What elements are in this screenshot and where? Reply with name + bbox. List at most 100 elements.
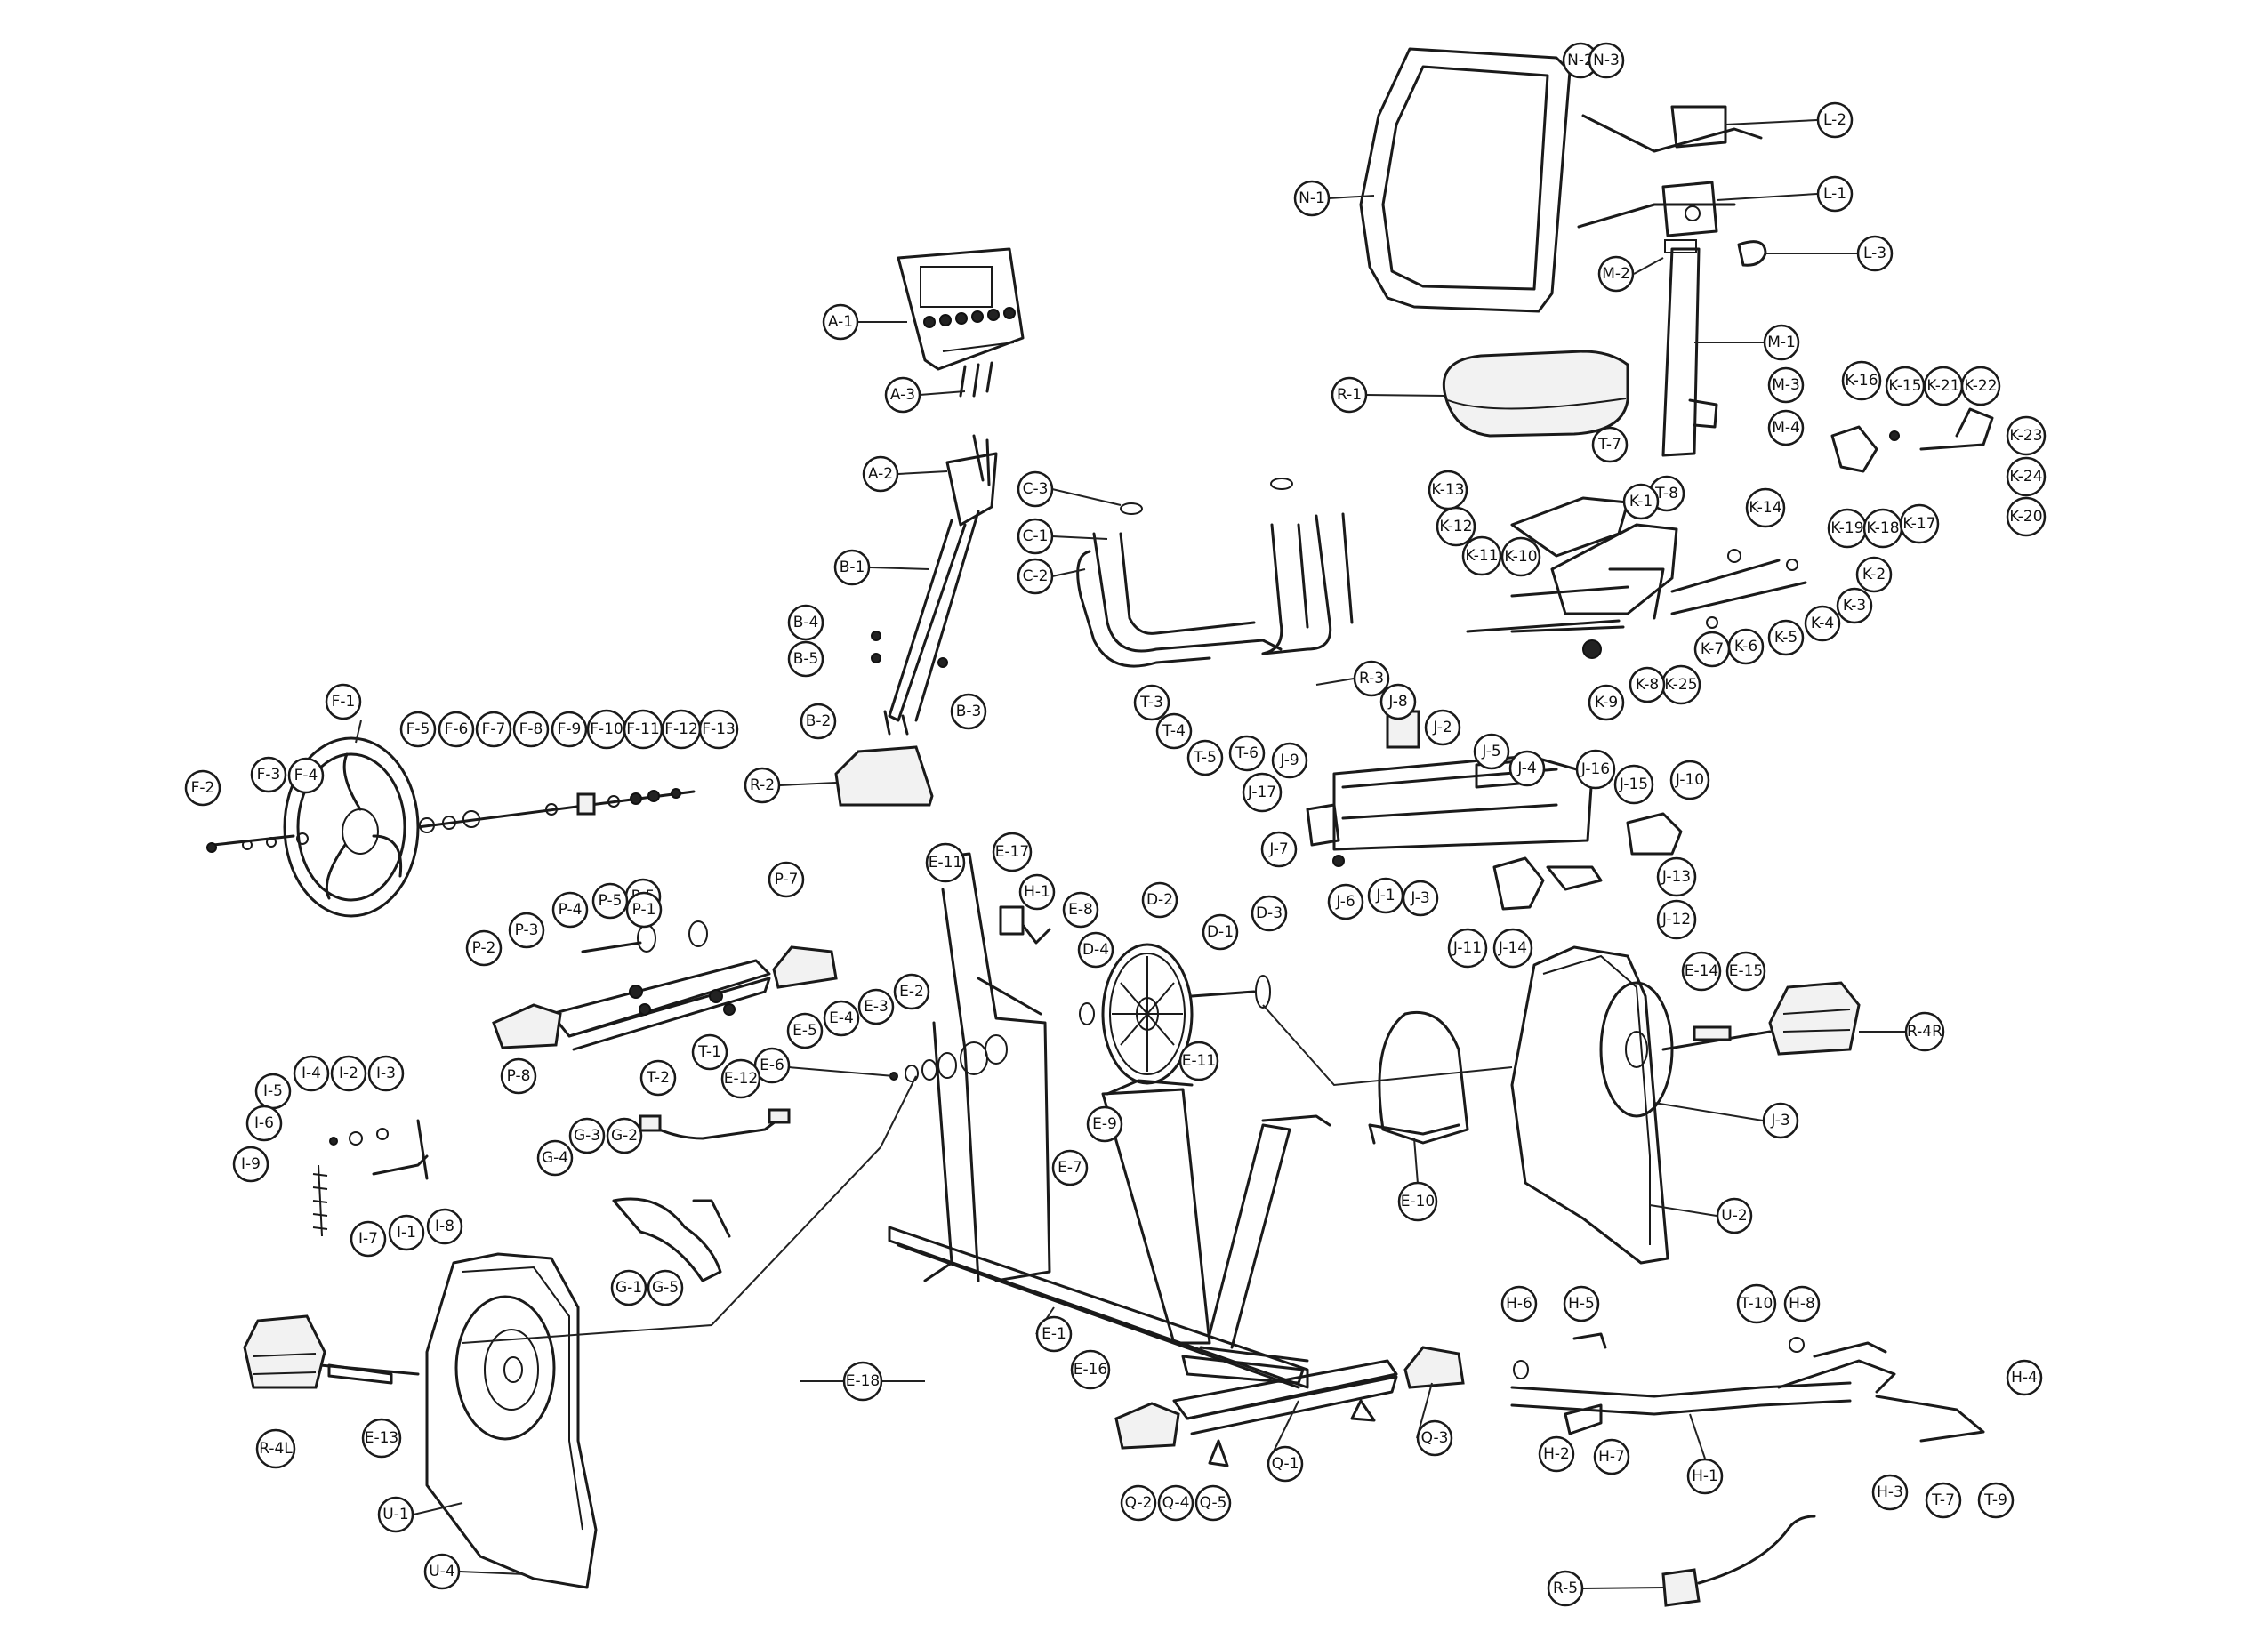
callout-circle (1669, 760, 1710, 800)
callout-a-2: A-2 (862, 455, 899, 493)
callout-circle (423, 1553, 461, 1590)
callout-label: Q-4 (1162, 1494, 1190, 1512)
callout-label: K-16 (1845, 372, 1878, 390)
callout-label: R-1 (1337, 386, 1362, 404)
left-crank (327, 1363, 393, 1385)
callout-circle (1629, 666, 1666, 703)
callout-label: K-22 (1964, 377, 1997, 395)
callout-circle (1353, 660, 1390, 697)
callout-label: E-16 (1074, 1361, 1108, 1379)
callout-p-4: P-4 (551, 891, 589, 929)
callout-circle (1436, 506, 1476, 547)
callout-label: J-6 (1335, 893, 1355, 911)
callout-circle (1767, 366, 1805, 404)
callout-h-3: H-3 (1871, 1474, 1909, 1511)
callout-n-1: N-1 (1293, 180, 1331, 217)
callout-e-15: E-15 (1725, 951, 1766, 992)
callout-label: J-9 (1279, 752, 1299, 769)
callout-b-5: B-5 (787, 640, 824, 678)
callout-label: T-9 (1983, 1491, 2007, 1509)
callout-circle (1681, 951, 1722, 992)
callout-label: M-1 (1767, 334, 1796, 351)
callout-label: C-2 (1023, 567, 1049, 585)
callout-j-6: J-6 (1327, 883, 1364, 920)
callout-l-1: L-1 (1816, 175, 1854, 213)
callout-label: L-1 (1823, 185, 1846, 203)
callout-circle (610, 1269, 647, 1306)
callout-label: E-8 (1068, 901, 1093, 919)
callout-circle (1202, 913, 1239, 951)
callout-label: H-5 (1568, 1295, 1595, 1313)
callout-circle (786, 1012, 824, 1049)
callout-circle (625, 891, 663, 929)
callout-i-9: I-9 (232, 1146, 269, 1183)
callout-circle (1693, 631, 1731, 668)
callout-p-3: P-3 (508, 912, 545, 949)
callout-circle (1841, 360, 1882, 401)
callout-u-4: U-4 (423, 1553, 461, 1590)
callout-m-4: M-4 (1767, 409, 1805, 446)
callout-j-13: J-13 (1656, 856, 1697, 897)
callout-label: E-15 (1729, 962, 1764, 980)
callout-label: E-7 (1058, 1159, 1082, 1177)
callout-e-12: E-12 (720, 1058, 761, 1099)
callout-label: B-3 (956, 703, 982, 720)
callout-label: Q-3 (1421, 1429, 1449, 1447)
callout-label: P-5 (599, 892, 623, 910)
callout-label: F-2 (191, 779, 215, 797)
callout-k-3: K-3 (1836, 587, 1873, 624)
callout-k-7: K-7 (1693, 631, 1731, 668)
callout-label: J-16 (1580, 760, 1610, 778)
callout-k-19: K-19 (1827, 508, 1868, 549)
callout-circle (1271, 742, 1308, 779)
callout-e-10: E-10 (1397, 1181, 1438, 1222)
callout-j-14: J-14 (1492, 928, 1533, 969)
mast-cover (834, 745, 934, 807)
callout-f-3: F-3 (250, 756, 287, 793)
callout-k-9: K-9 (1588, 684, 1625, 721)
callout-label: D-2 (1146, 891, 1173, 909)
callout-label: R-4L (259, 1440, 293, 1458)
callout-circle (1588, 684, 1625, 721)
callout-k-22: K-22 (1960, 366, 2001, 406)
callout-f-8: F-8 (512, 711, 550, 748)
callout-circle (1228, 735, 1266, 772)
callout-circle (1331, 376, 1368, 414)
rear-frame (1510, 1332, 1985, 1443)
callout-label: E-1 (1042, 1325, 1066, 1343)
callout-m-1: M-1 (1763, 324, 1800, 361)
callout-t-2: T-2 (639, 1059, 677, 1097)
callout-e-2: E-2 (893, 973, 930, 1010)
callout-label: J-2 (1432, 719, 1452, 736)
callout-label: E-11 (1182, 1052, 1217, 1070)
callout-circle (1461, 535, 1502, 576)
callout-q-3: Q-3 (1416, 1419, 1453, 1457)
callout-label: T-3 (1139, 694, 1163, 711)
callout-circle (1736, 1283, 1777, 1324)
callout-label: F-7 (482, 720, 506, 738)
callout-label: E-5 (792, 1022, 817, 1040)
callout-label: K-15 (1888, 377, 1921, 395)
callout-label: A-2 (868, 465, 893, 483)
callout-label: E-14 (1685, 962, 1719, 980)
flywheel-shaft (416, 788, 696, 833)
callout-m-2: M-2 (1597, 255, 1635, 293)
callout-c-3: C-3 (1017, 470, 1054, 508)
callout-label: I-9 (241, 1155, 261, 1173)
callout-label: R-5 (1553, 1580, 1578, 1597)
callout-k-25: K-25 (1661, 664, 1701, 705)
callout-circle (1977, 1482, 2015, 1519)
callout-k-1: K-1 (1622, 483, 1660, 520)
callout-q-1: Q-1 (1267, 1445, 1304, 1483)
callout-label: D-3 (1256, 904, 1283, 922)
drive-pulley (1079, 943, 1271, 1085)
callout-label: F-1 (332, 693, 356, 711)
callout-label: D-1 (1207, 923, 1234, 941)
callout-label: I-2 (339, 1065, 358, 1082)
callout-label: F-9 (558, 720, 582, 738)
callout-label: K-9 (1595, 694, 1618, 711)
callout-t-1: T-1 (691, 1033, 728, 1071)
right-shroud (1510, 945, 1772, 1265)
callout-label: H-2 (1543, 1445, 1570, 1463)
callout-circle (857, 988, 895, 1025)
